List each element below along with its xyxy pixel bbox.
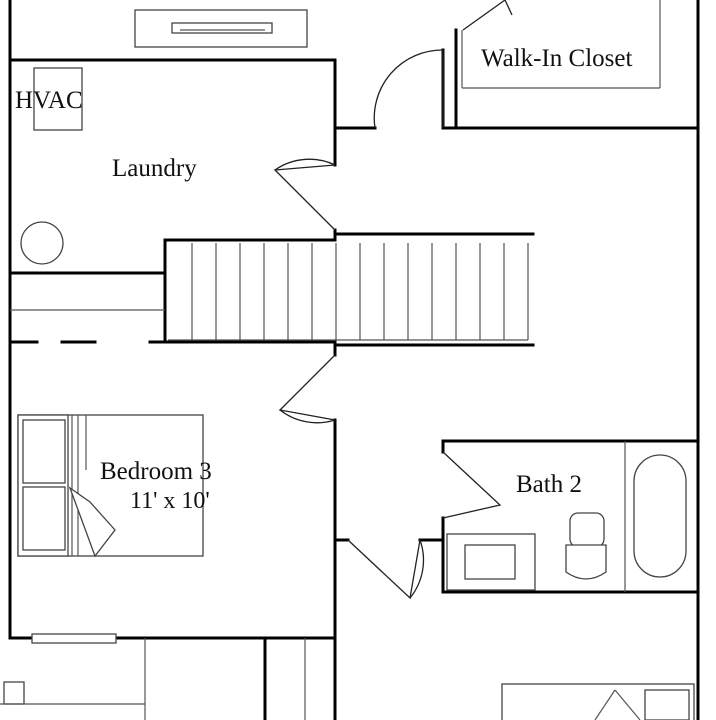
pillow-bottom [22,486,66,551]
bedroom3-door [278,354,336,421]
sink [464,544,516,580]
room-labels: Walk-In Closet HVAC Laundry Bedroom 3 11… [15,45,632,514]
bedroom3-label: Bedroom 3 [100,458,212,485]
bedroom3-window [31,633,117,644]
closet-door-swing [373,49,444,129]
hvac-unit [33,67,83,131]
walk-in-closet-label: Walk-In Closet [481,45,632,72]
bedroom3-dimensions: 11' x 10' [130,488,210,514]
water-heater [20,221,64,265]
laundry-door-swing [274,158,336,171]
hall-door [347,539,421,600]
walls [8,0,700,720]
hvac-label: HVAC [15,87,83,114]
fixtures [0,67,695,720]
attic-vent-inner [171,22,273,34]
staircase [168,243,529,341]
stair-treads [191,243,529,340]
laundry-label: Laundry [112,155,197,182]
lower-pillow [644,689,690,720]
pillow-top [22,419,66,484]
laundry-door [273,164,336,231]
bed-fold [68,486,116,558]
bathtub [633,454,687,578]
closet-top-door [462,0,513,31]
hall-door-swing [409,539,425,599]
millwork [10,0,661,720]
bedroom3-door-swing [279,409,336,424]
bath2-label: Bath 2 [516,471,582,498]
toilet-tank [569,512,605,548]
lower-left-fixture [3,681,25,705]
doors [31,0,513,644]
bath2-door [442,451,502,519]
toilet-bowl [565,544,607,580]
